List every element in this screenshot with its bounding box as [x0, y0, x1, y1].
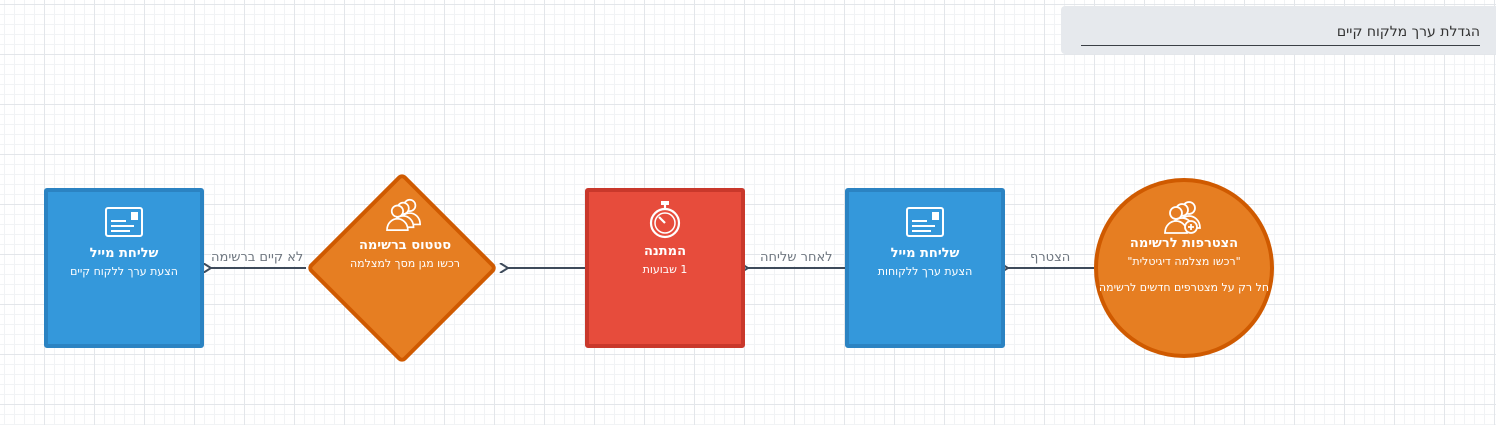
mail-icon — [105, 207, 143, 237]
node-title: סטטוס ברשימה — [358, 238, 452, 253]
node-title: שליחת מייל — [89, 246, 159, 261]
node-send-mail-1[interactable]: שליחת מייל הצעת ערך ללקוחות — [845, 188, 1005, 348]
connector-label-join: הצטרף — [1030, 250, 1071, 266]
node-wait[interactable]: המתנה 1 שבועות — [585, 188, 745, 348]
node-title: הצטרפות לרשימה — [1129, 236, 1239, 251]
node-send-mail-2[interactable]: שליחת מייל הצעת ערך ללקוח קיים — [44, 188, 204, 348]
connector-label-not-in-list: לא קיים ברשימה — [211, 250, 304, 266]
node-subtitle: הצעת ערך ללקוחות — [877, 265, 973, 278]
node-subtitle: רכשו מגן מסך למצלמה — [350, 257, 460, 270]
stopwatch-icon — [649, 201, 681, 239]
node-subtitle: הצעת ערך ללקוח קיים — [70, 265, 178, 278]
flow-title-panel — [1061, 6, 1496, 54]
connector-label-after-send: לאחר שליחה — [760, 250, 833, 266]
node-join-list[interactable]: הצטרפות לרשימה "רכשו מצלמה דיגיטלית" חל … — [1094, 178, 1274, 358]
mail-icon — [906, 207, 944, 237]
node-title: המתנה — [643, 244, 687, 259]
node-note: חל רק על מצטרפים חדשים לרשימה — [1098, 281, 1270, 294]
node-list-status-content: סטטוס ברשימה רכשו מגן מסך למצלמה — [310, 196, 500, 271]
node-subtitle: 1 שבועות — [642, 263, 688, 276]
users-add-icon — [1164, 201, 1201, 234]
flow-title-input[interactable] — [1081, 21, 1480, 46]
users-icon — [386, 198, 422, 231]
node-subtitle: "רכשו מצלמה דיגיטלית" — [1127, 255, 1241, 268]
node-title: שליחת מייל — [890, 246, 960, 261]
